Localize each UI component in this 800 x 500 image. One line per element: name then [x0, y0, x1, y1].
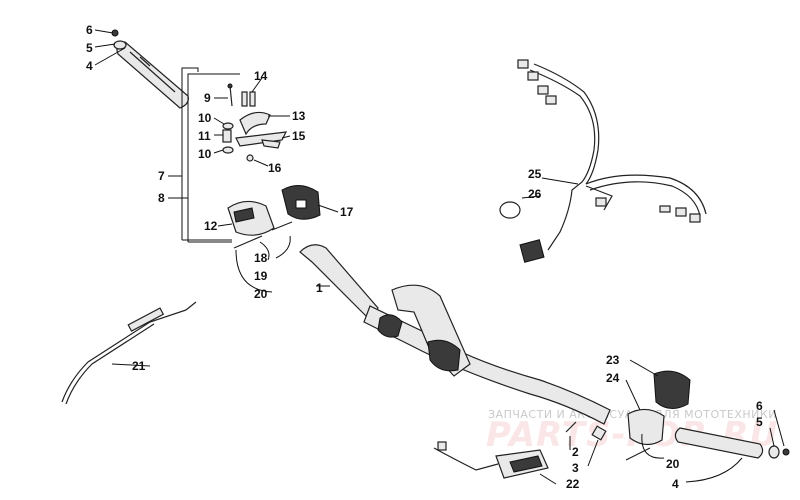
label-20-right: 20: [666, 457, 680, 471]
throttle-assembly: [213, 77, 291, 167]
label-1: 1: [316, 281, 323, 295]
right-grip: [674, 409, 790, 483]
wiring-harness: [499, 59, 707, 263]
handlebar: [299, 244, 611, 425]
callout-labels: 1 2 3 4 4 5 5 6 6 7 8 9 10 10 11 12 13 1…: [86, 23, 763, 491]
throttle-housing-12: [217, 200, 293, 293]
label-23: 23: [606, 353, 620, 367]
left-grip: [94, 29, 189, 109]
switch-housing-17: [281, 185, 339, 220]
label-5-left: 5: [86, 41, 93, 55]
label-19: 19: [254, 269, 268, 283]
label-25: 25: [528, 167, 542, 181]
lower-parts: [433, 421, 607, 485]
throttle-cable: [61, 301, 197, 405]
label-11: 11: [198, 129, 211, 143]
label-18: 18: [254, 251, 268, 265]
label-26: 26: [528, 187, 542, 201]
label-24: 24: [606, 371, 620, 385]
label-22: 22: [566, 477, 580, 491]
label-10-upper: 10: [198, 111, 212, 125]
right-switch-housing: [625, 359, 691, 461]
label-6-left: 6: [86, 23, 93, 37]
label-14: 14: [254, 69, 268, 83]
label-6-right: 6: [756, 399, 763, 413]
label-7: 7: [158, 169, 165, 183]
bracket-lines: [168, 67, 240, 243]
label-4-left: 4: [86, 59, 93, 73]
label-10-lower: 10: [198, 147, 212, 161]
label-16: 16: [268, 161, 282, 175]
label-17: 17: [340, 205, 354, 219]
label-21: 21: [132, 359, 146, 373]
label-3: 3: [572, 461, 579, 475]
label-5-right: 5: [756, 415, 763, 429]
label-4-right: 4: [672, 477, 679, 491]
label-9: 9: [204, 91, 211, 105]
label-13: 13: [292, 109, 306, 123]
label-15: 15: [292, 129, 306, 143]
label-2: 2: [572, 445, 579, 459]
label-12: 12: [204, 219, 218, 233]
label-8: 8: [158, 191, 165, 205]
label-20-left: 20: [254, 287, 268, 301]
